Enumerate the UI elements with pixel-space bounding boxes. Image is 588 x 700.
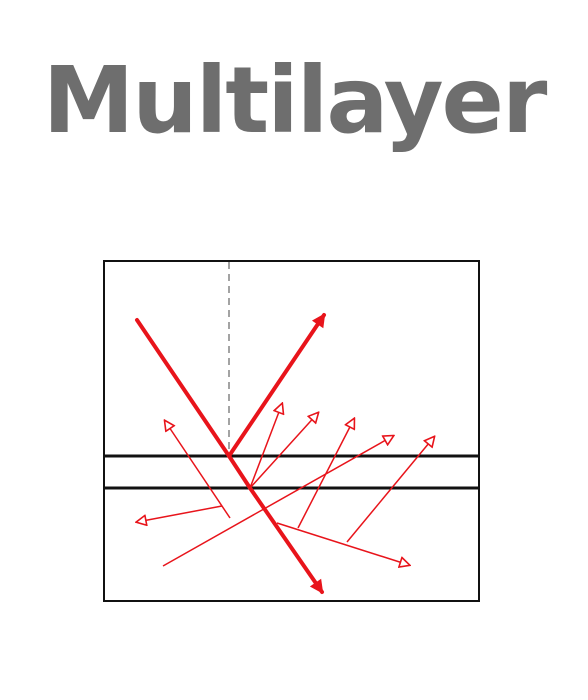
scatter-ray	[162, 436, 393, 567]
reflected-ray	[227, 313, 326, 458]
scatter-ray	[249, 413, 318, 489]
scatter-ray	[137, 505, 223, 522]
transmitted-ray	[248, 486, 324, 594]
scatter-ray	[276, 522, 409, 565]
incident-ray	[135, 318, 231, 458]
scatter-ray	[165, 421, 231, 519]
scatter-ray	[346, 437, 434, 543]
refracted-ray-layer	[227, 454, 252, 490]
main-rays	[135, 313, 326, 594]
scattered-rays	[137, 404, 434, 566]
page-title: Multilayer	[42, 47, 548, 154]
scatter-ray	[249, 404, 282, 489]
diagram-frame	[103, 260, 480, 602]
scatter-ray	[297, 419, 354, 529]
